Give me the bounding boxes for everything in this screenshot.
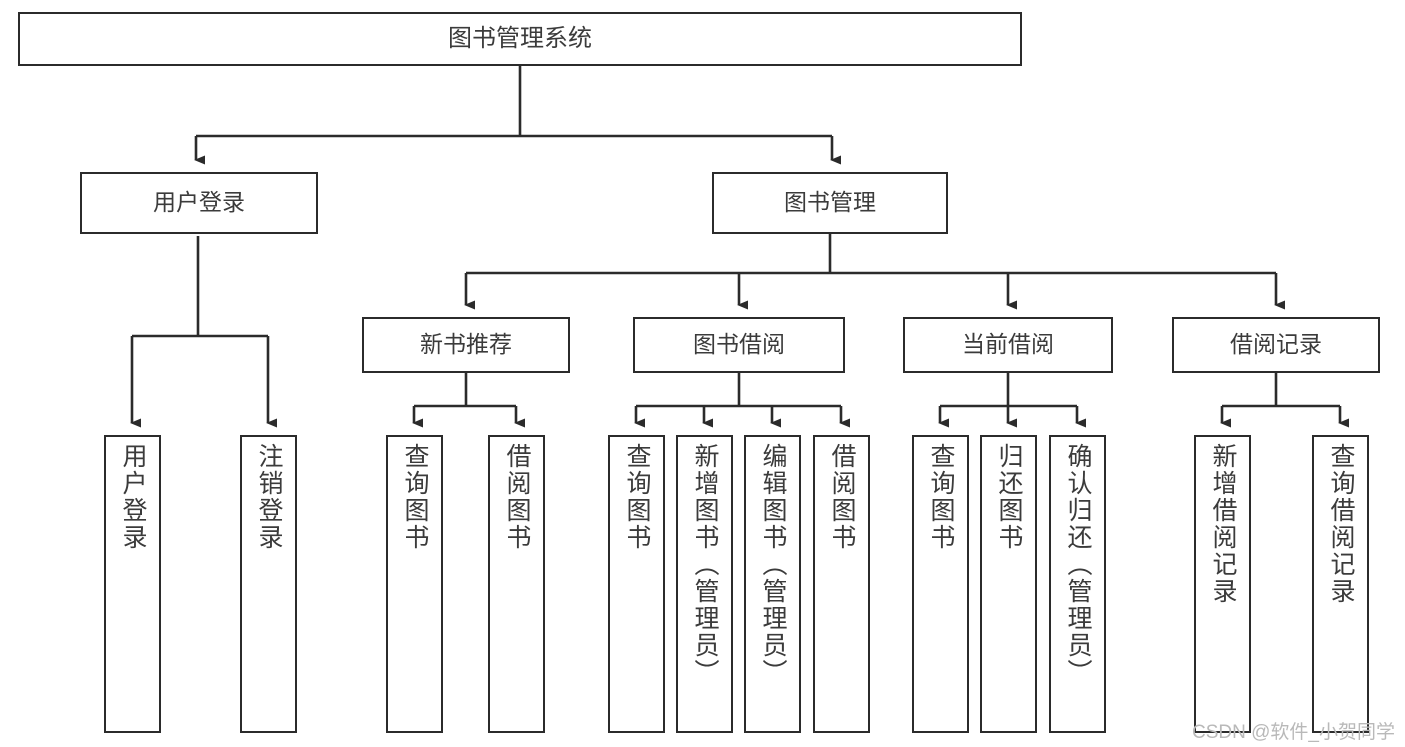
node-leaf-borrow-book-2[interactable]: 借阅图书 [813,435,870,733]
node-label: 查询图书 [927,443,955,551]
node-label: 新增图书（管理员） [691,443,719,686]
node-label: 编辑图书（管理员） [759,443,787,686]
node-label: 图书管理 [784,189,876,216]
node-label: 归还图书 [995,443,1023,551]
node-label: 借阅图书 [503,443,531,551]
node-book-borrow[interactable]: 图书借阅 [633,317,845,373]
node-current-borrow[interactable]: 当前借阅 [903,317,1113,373]
node-leaf-confirm-return[interactable]: 确认归还（管理员） [1049,435,1106,733]
watermark-text: CSDN @软件_小贺同学 [1192,722,1395,743]
node-leaf-query-record[interactable]: 查询借阅记录 [1312,435,1369,733]
node-label: 当前借阅 [962,331,1054,358]
node-label: 确认归还（管理员） [1064,443,1092,686]
node-label: 新增借阅记录 [1209,443,1237,605]
node-leaf-add-book[interactable]: 新增图书（管理员） [676,435,733,733]
node-label: 查询图书 [623,443,651,551]
node-label: 图书借阅 [693,331,785,358]
node-label: 查询图书 [401,443,429,551]
node-leaf-borrow-book-1[interactable]: 借阅图书 [488,435,545,733]
node-leaf-user-login[interactable]: 用户登录 [104,435,161,733]
node-label: 图书管理系统 [448,24,592,52]
node-user-login[interactable]: 用户登录 [80,172,318,234]
node-book-manage[interactable]: 图书管理 [712,172,948,234]
node-leaf-add-record[interactable]: 新增借阅记录 [1194,435,1251,733]
node-new-book-recommend[interactable]: 新书推荐 [362,317,570,373]
node-leaf-query-book-2[interactable]: 查询图书 [608,435,665,733]
node-label: 查询借阅记录 [1327,443,1355,605]
node-root-system[interactable]: 图书管理系统 [18,12,1022,66]
node-leaf-query-book-3[interactable]: 查询图书 [912,435,969,733]
node-label: 新书推荐 [420,331,512,358]
node-leaf-query-book-1[interactable]: 查询图书 [386,435,443,733]
node-leaf-edit-book[interactable]: 编辑图书（管理员） [744,435,801,733]
node-leaf-return-book[interactable]: 归还图书 [980,435,1037,733]
node-label: 用户登录 [119,443,147,551]
node-borrow-record[interactable]: 借阅记录 [1172,317,1380,373]
node-label: 注销登录 [255,443,283,551]
node-label: 借阅记录 [1230,331,1322,358]
node-label: 借阅图书 [828,443,856,551]
node-label: 用户登录 [153,189,245,216]
node-leaf-logout-login[interactable]: 注销登录 [240,435,297,733]
